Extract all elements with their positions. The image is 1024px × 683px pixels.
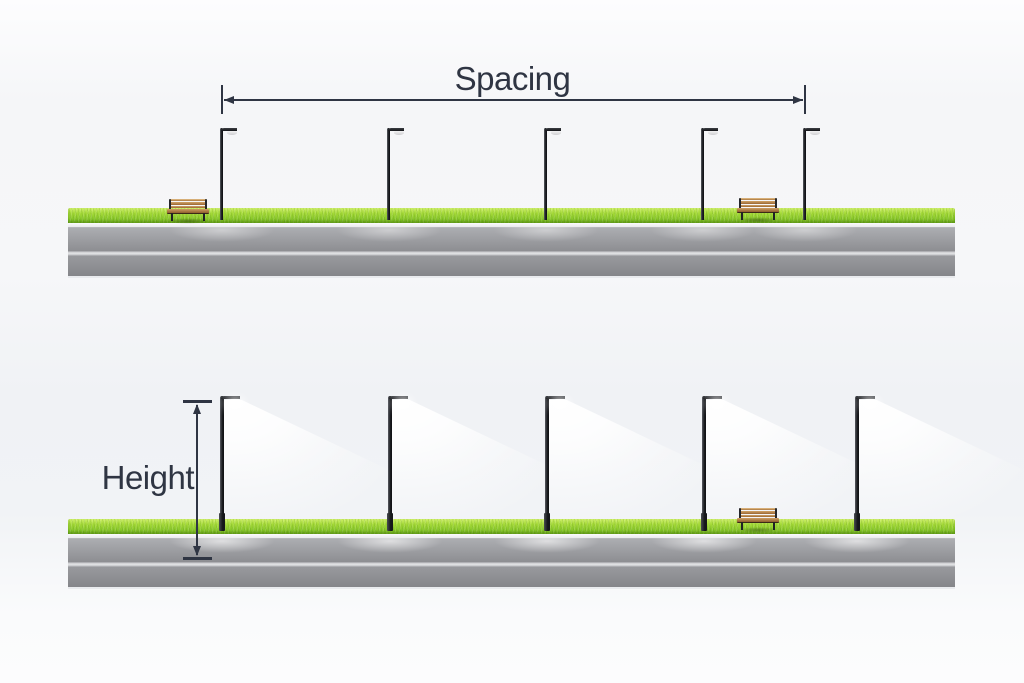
height-arrow-line [196,405,198,555]
light-beam [858,400,1024,536]
lamp-head-icon [394,130,404,135]
bench-slat [170,199,206,202]
height-tick-top [183,400,212,403]
road-lane-upper [68,228,955,251]
bench-slat [740,204,776,208]
arrow-down-icon [192,546,201,556]
light-beam [391,400,661,536]
bench-leg-left [171,213,173,221]
arrow-right-icon [793,95,803,104]
light-beam [223,400,493,536]
street-light-pole [220,128,237,220]
bench-shadow [738,217,778,223]
pole-base [854,513,860,531]
spacing-tick-right [804,85,806,114]
lamp-head-icon [810,130,820,135]
bench-frame-right [205,199,207,214]
bench-leg-right [773,212,775,220]
spacing-tick-left [221,85,223,114]
bench-backrest [170,199,206,209]
bench-slat [740,198,776,201]
lamp-head-icon [551,130,561,135]
road-lane-lower [68,256,955,276]
lamp-head-icon [398,398,408,403]
lane-divider-line [68,251,955,256]
bench-slat [170,205,206,209]
height-tick-bottom [183,557,212,560]
park-bench [737,198,779,223]
lamp-head-icon [708,130,718,135]
bench-frame-left [739,198,741,213]
bench-leg-right [203,213,205,221]
street-light-pole [854,396,875,531]
park-bench [167,199,209,224]
bench-shadow [168,218,208,224]
lamp-head-icon [865,398,875,403]
bench-slat [740,201,776,204]
lamp-arm [221,396,240,399]
bench-seat [167,209,209,214]
lamp-arm [388,128,404,131]
lamp-arm [389,396,408,399]
spacing-dimension-line [221,85,806,115]
lamp-head-icon [230,398,240,403]
height-label: Height [101,459,195,496]
bench-slat [740,508,776,511]
pole-base [219,513,225,531]
spacing-arrow-line [224,99,803,101]
grass-strip [68,208,955,223]
pole-base [544,513,550,531]
bench-leg-left [741,522,743,530]
lamp-arm [546,396,565,399]
lamp-arm [702,128,718,131]
lamp-arm [703,396,722,399]
lamp-arm [221,128,237,131]
bench-frame-left [169,199,171,214]
pole-base [387,513,393,531]
curb-line [68,223,955,228]
bench-frame-right [775,198,777,213]
road-bottom-edge [68,587,955,589]
bench-slat [740,511,776,514]
street-light-pole [544,396,565,531]
park-bench [737,508,779,533]
lamp-head-icon [227,130,237,135]
street-light-pole [219,396,240,531]
lamp-head-icon [712,398,722,403]
street-light-pole [803,128,820,220]
bench-leg-left [741,212,743,220]
bench-seat [737,208,779,213]
bench-shadow [738,527,778,533]
arrow-left-icon [224,95,234,104]
street-light-pole [701,396,722,531]
road-bottom-edge [68,276,955,278]
lamp-arm [545,128,561,131]
spacing-label: Spacing [454,60,571,97]
lamp-head-icon [555,398,565,403]
street-light-pole [701,128,718,220]
arrow-up-icon [192,404,201,414]
bench-leg-right [773,522,775,530]
street-light-pole [544,128,561,220]
street-light-pole [387,128,404,220]
bench-slat [170,202,206,205]
bench-backrest [740,198,776,208]
road-lane-lower [68,567,955,587]
pole-base [701,513,707,531]
lamp-arm [804,128,820,131]
roadside-ground [68,208,955,278]
street-light-pole [387,396,408,531]
bench-slat [740,514,776,518]
lane-divider-line [68,562,955,567]
bench-backrest [740,508,776,518]
lamp-arm [856,396,875,399]
